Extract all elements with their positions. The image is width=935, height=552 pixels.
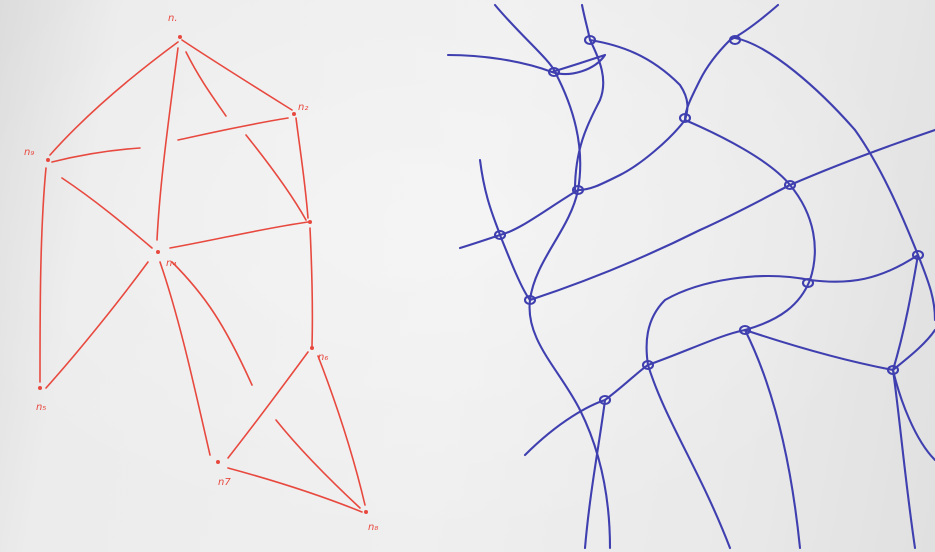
loop-2 bbox=[547, 66, 561, 78]
strand-5 bbox=[458, 3, 780, 250]
edge-n3-n10 bbox=[245, 134, 307, 221]
edge-n9-n5 bbox=[39, 167, 47, 383]
strand-10 bbox=[808, 253, 920, 372]
node-n7 bbox=[216, 460, 220, 464]
edge-n1-n9 bbox=[49, 41, 179, 156]
blue-crossing-loops bbox=[493, 34, 925, 406]
node-n4 bbox=[156, 250, 160, 254]
label-n5: n₅ bbox=[36, 402, 46, 413]
strand-8 bbox=[478, 158, 532, 302]
strand-13 bbox=[645, 275, 812, 550]
strand-14 bbox=[523, 328, 802, 550]
strand-9 bbox=[528, 128, 935, 302]
strand-15 bbox=[583, 398, 607, 550]
loop-14 bbox=[598, 394, 612, 406]
strand-6 bbox=[733, 36, 935, 322]
label-n8: n₈ bbox=[368, 522, 378, 533]
node-n6 bbox=[310, 346, 314, 350]
label-n1: n. bbox=[168, 13, 178, 24]
loop-7 bbox=[783, 179, 797, 191]
node-n5 bbox=[38, 386, 42, 390]
edge-n4-n7 bbox=[159, 261, 211, 456]
red-graph-edges bbox=[39, 39, 366, 513]
edge-n1-n2 bbox=[181, 39, 293, 111]
loop-11 bbox=[738, 324, 752, 336]
edge-n6-n8 bbox=[317, 355, 366, 506]
edge-n4-n6 bbox=[171, 261, 253, 386]
node-n2 bbox=[292, 112, 296, 116]
red-graph-sketch: n. n₂ n₉ n₄ n₆ n₅ n7 n₈ bbox=[24, 13, 378, 533]
edge-n1-n4 bbox=[156, 47, 179, 241]
loop-12 bbox=[641, 359, 655, 371]
edge-n6-n7 bbox=[227, 351, 309, 459]
node-n9 bbox=[46, 158, 50, 162]
red-graph-nodes bbox=[38, 35, 368, 514]
loop-6 bbox=[493, 229, 507, 241]
label-n2: n₂ bbox=[298, 102, 308, 113]
loop-9 bbox=[911, 249, 925, 261]
strand-7 bbox=[683, 118, 816, 332]
edge-n9-n2 bbox=[51, 147, 141, 163]
node-n10 bbox=[308, 220, 312, 224]
loop-10 bbox=[801, 277, 815, 289]
loop-8 bbox=[523, 294, 537, 306]
loop-4 bbox=[678, 112, 692, 124]
edge-n2-n10 bbox=[295, 117, 309, 219]
strand-12 bbox=[743, 328, 917, 550]
edge-n4-n10 bbox=[169, 221, 309, 249]
strand-2 bbox=[573, 3, 605, 192]
edge-n4-n5 bbox=[45, 261, 149, 389]
loop-3 bbox=[728, 34, 742, 46]
edge-n9-n4 bbox=[61, 177, 153, 249]
loop-13 bbox=[886, 364, 900, 376]
edge-n9-n2b bbox=[177, 117, 289, 141]
node-n8 bbox=[364, 510, 368, 514]
blue-tangle-sketch bbox=[446, 3, 935, 550]
node-n1 bbox=[178, 35, 182, 39]
label-n9: n₉ bbox=[24, 147, 34, 158]
label-n6: n₆ bbox=[318, 352, 328, 363]
red-graph-labels: n. n₂ n₉ n₄ n₆ n₅ n7 n₈ bbox=[24, 13, 378, 533]
edge-n10-n6 bbox=[309, 227, 314, 347]
loop-1 bbox=[583, 34, 597, 46]
label-n4: n₄ bbox=[166, 258, 176, 269]
strand-4 bbox=[588, 38, 689, 122]
strand-3 bbox=[446, 53, 607, 76]
edge-mid-n8 bbox=[275, 419, 361, 509]
label-n7: n7 bbox=[218, 477, 231, 488]
edge-n1-n3 bbox=[185, 51, 227, 117]
loop-5 bbox=[571, 184, 585, 196]
edge-n7-n8 bbox=[227, 467, 363, 513]
